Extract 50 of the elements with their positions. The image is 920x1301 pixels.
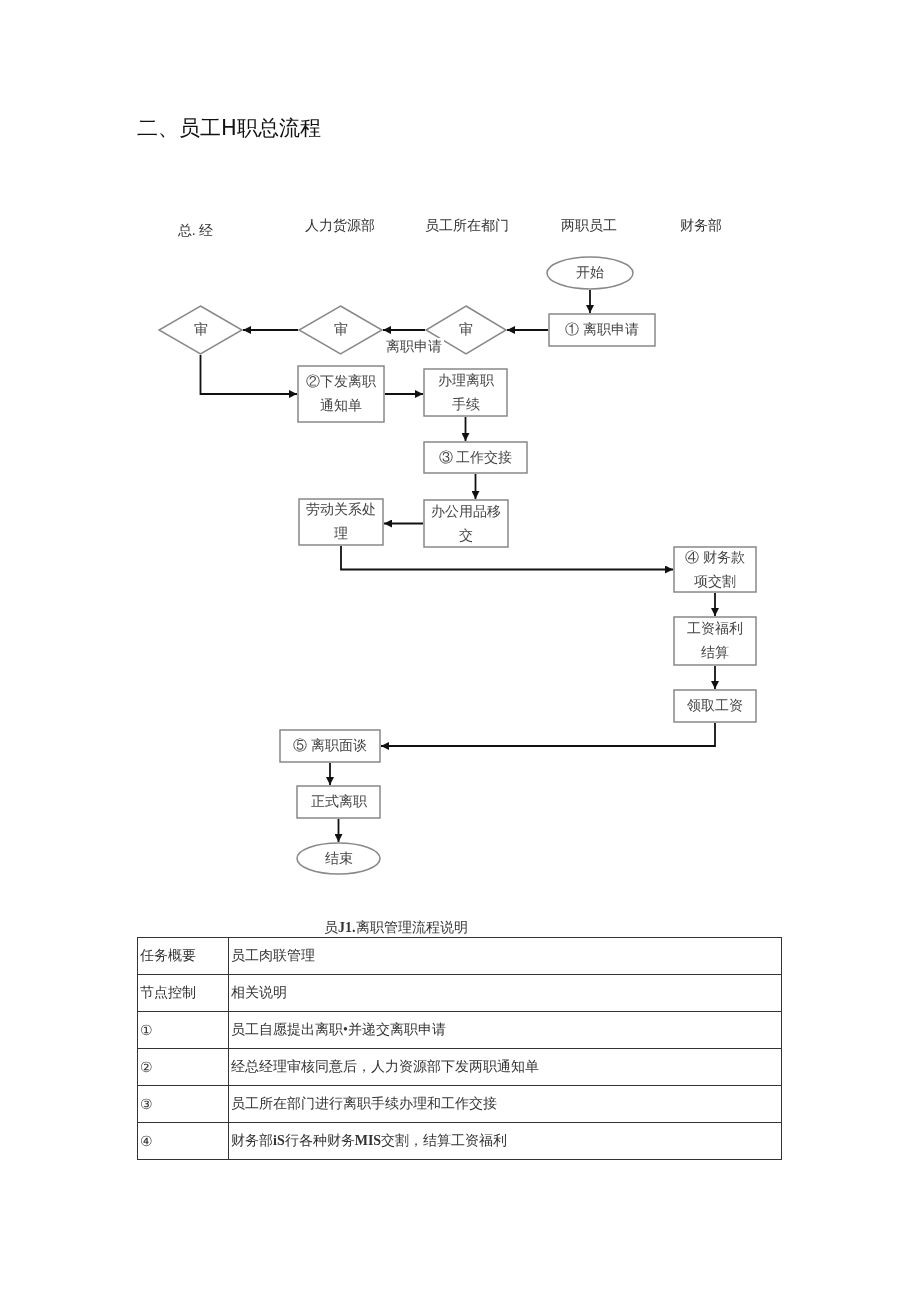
terminal-oval: 开始	[546, 256, 634, 290]
lane-header: 两职员工	[561, 217, 617, 235]
process-box: 劳动关系处理	[298, 498, 384, 546]
process-box: ⑤ 离职面谈	[279, 729, 381, 763]
table-cell: ④	[137, 1122, 229, 1160]
process-box: ②下发离职通知单	[297, 365, 385, 423]
table-cell: 节点控制	[137, 974, 229, 1012]
arrow	[711, 665, 719, 690]
process-box: 办公用品移交	[423, 499, 509, 548]
lane-header: 财务部	[680, 217, 722, 235]
arrow	[340, 545, 674, 574]
arrow	[586, 289, 594, 314]
arrow	[326, 762, 334, 786]
arrow	[711, 592, 719, 617]
arrow	[382, 326, 426, 334]
arrow	[383, 519, 424, 528]
table-cell: ①	[137, 1011, 229, 1049]
process-box: ① 离职申请	[548, 313, 656, 347]
process-box: 办理离职手续	[423, 368, 508, 417]
process-box: ④ 财务款项交割	[673, 546, 757, 593]
arrow	[506, 326, 549, 334]
arrow	[334, 818, 343, 843]
arrow	[471, 473, 480, 500]
table-cell: ③	[137, 1085, 229, 1123]
table-cell: 员工肉联管理	[228, 937, 782, 975]
table-cell: 员工自愿提出离职•并递交离职申请	[228, 1011, 782, 1049]
page-title: 二、员工H职总流程	[137, 115, 321, 142]
process-box: ③ 工作交接	[423, 441, 528, 474]
arrow	[384, 390, 424, 398]
arrow	[461, 416, 470, 442]
table-caption: 员J1.离职管理流程说明	[324, 919, 468, 937]
table-cell: 经总经理审核同意后，人力资源部下发两职通知单	[228, 1048, 782, 1086]
arrow	[242, 326, 299, 334]
process-box: 领取工资	[673, 689, 757, 723]
arrow	[199, 354, 298, 398]
edge-label: 离职申请	[384, 338, 444, 356]
process-box: 正式离职	[296, 785, 381, 819]
decision-diamond: 审	[298, 305, 383, 355]
lane-header: 人力货源部	[305, 217, 375, 235]
process-box: 工资福利结算	[673, 616, 757, 666]
table-cell: ②	[137, 1048, 229, 1086]
lane-header: 总. 经	[178, 222, 213, 240]
table-cell: 员工所在部门进行离职手续办理和工作交接	[228, 1085, 782, 1123]
decision-diamond: 审	[158, 305, 243, 355]
arrow	[380, 722, 716, 750]
terminal-oval: 结束	[296, 842, 381, 875]
table-cell: 相关说明	[228, 974, 782, 1012]
table-cell: 任务概要	[137, 937, 229, 975]
table-cell: 财务部iS行各种财务MIS交割，结算工资福利	[228, 1122, 782, 1160]
lane-header: 员工所在都门	[425, 217, 509, 235]
